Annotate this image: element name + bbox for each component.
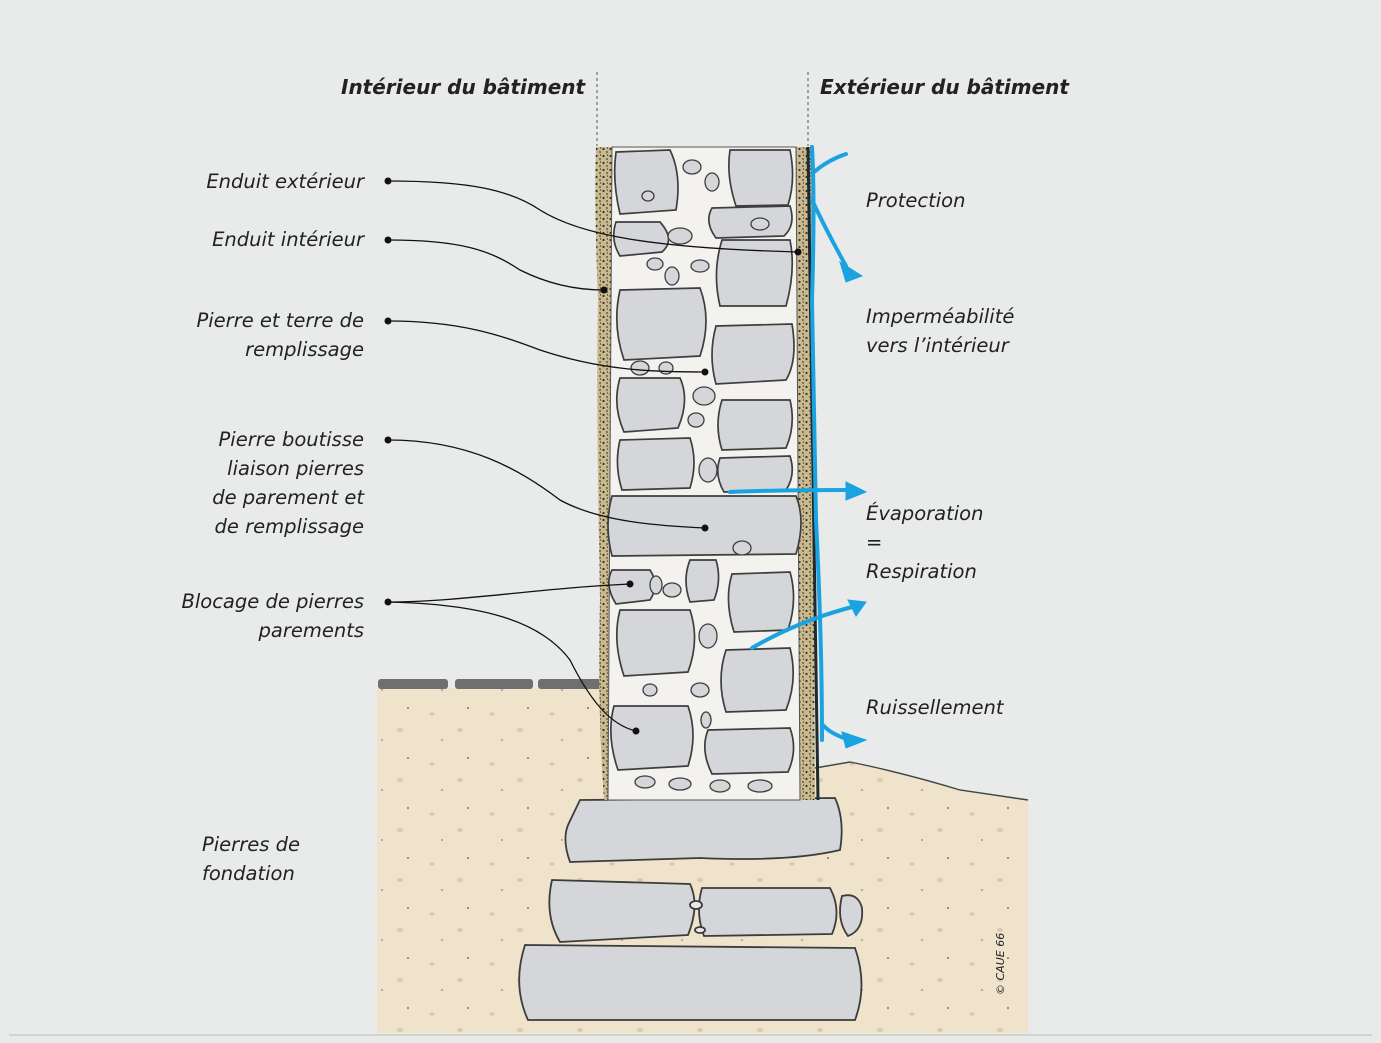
- label-pierre-terre: Pierre et terre de remplissage: [197, 306, 365, 364]
- label-enduit-exterieur: Enduit extérieur: [206, 167, 364, 196]
- label-pierre-boutisse: Pierre boutisse liaison pierres de parem…: [212, 425, 364, 541]
- interior-header: Intérieur du bâtiment: [341, 73, 585, 102]
- label-fondation: Pierres de fondation: [202, 830, 300, 888]
- label-evaporation: Évaporation = Respiration: [866, 499, 983, 586]
- label-enduit-interieur: Enduit intérieur: [212, 225, 364, 254]
- copyright-credit: © CAUE 66: [994, 933, 1007, 995]
- label-blocage: Blocage de pierres parements: [181, 587, 364, 645]
- exterior-header: Extérieur du bâtiment: [820, 73, 1069, 102]
- label-protection: Protection: [866, 186, 965, 215]
- water-arrowheads: [840, 262, 866, 748]
- label-ruissellement: Ruissellement: [866, 693, 1003, 722]
- header-separators: [597, 72, 808, 146]
- label-impermeabilite: Imperméabilité vers l’intérieur: [866, 302, 1014, 360]
- interior-floor: [378, 679, 604, 689]
- foundation-stones: [519, 798, 862, 1020]
